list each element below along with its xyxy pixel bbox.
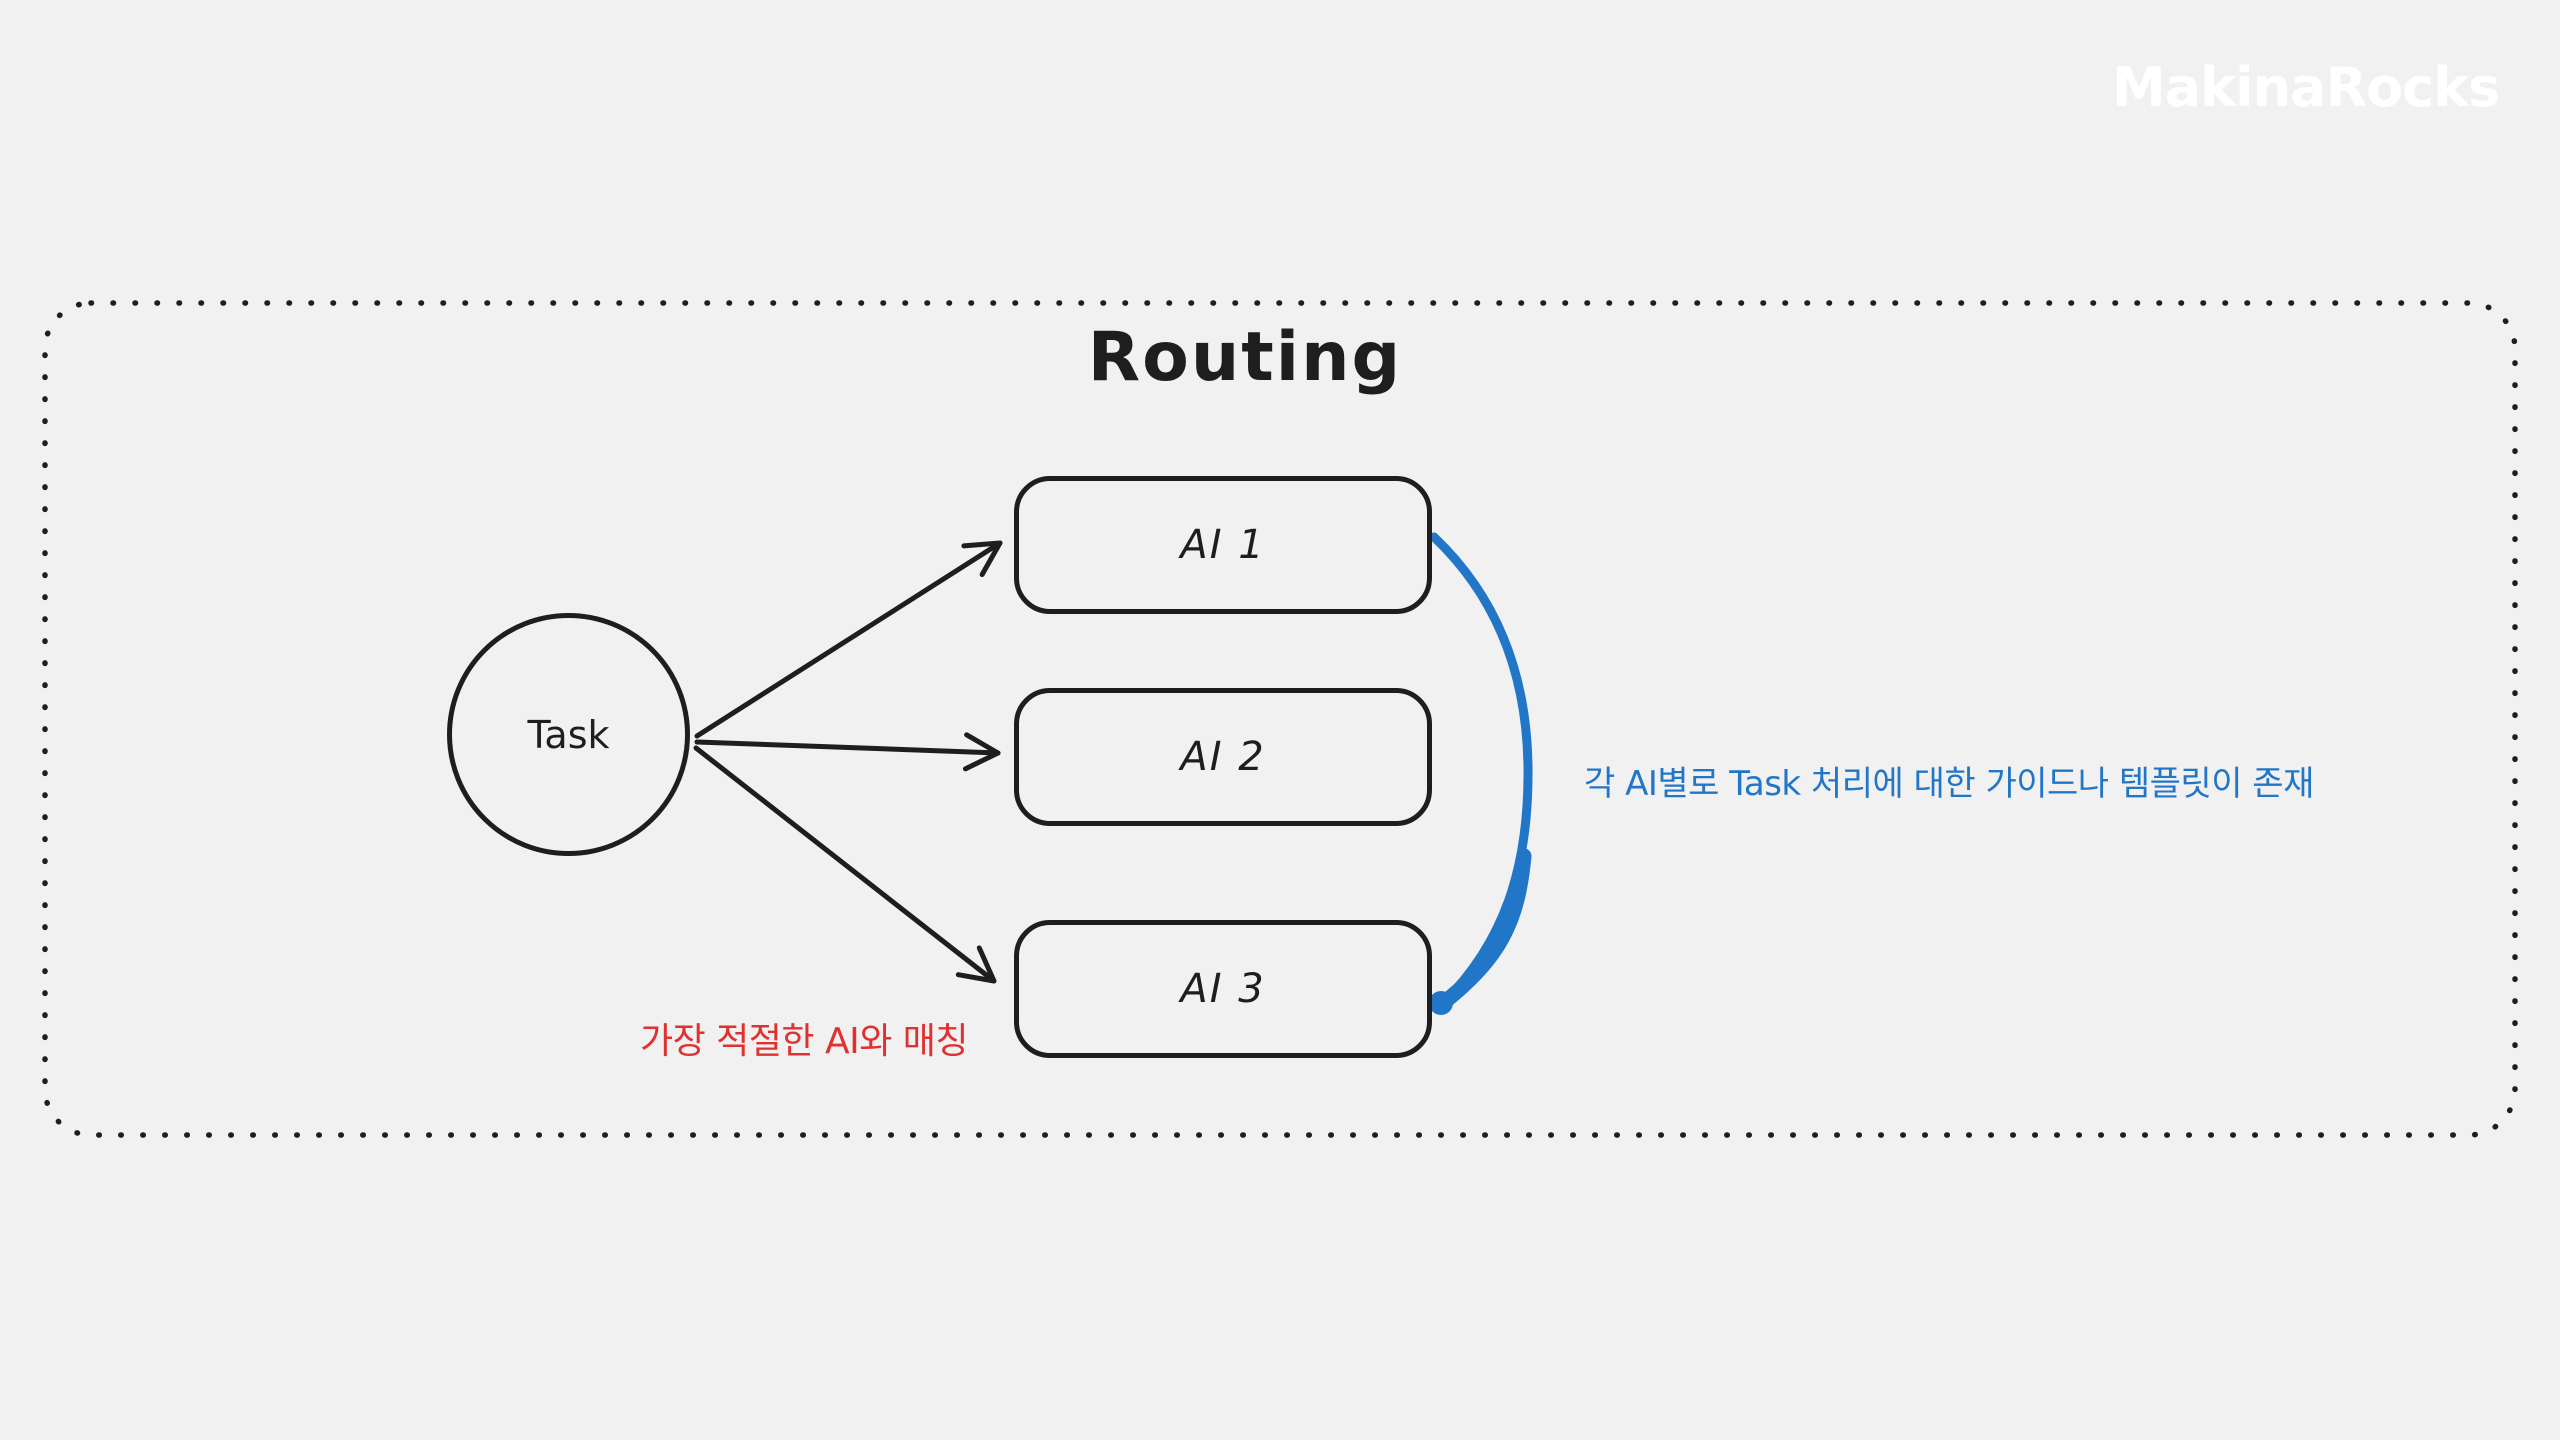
ai-3-label: AI 3 [1180, 966, 1266, 1012]
node-ai-3: AI 3 [1014, 920, 1432, 1058]
dashed-boundary [42, 300, 2518, 1138]
node-ai-2: AI 2 [1014, 688, 1432, 826]
makinarocks-logo: MakinaRocks [2112, 56, 2500, 119]
node-ai-1: AI 1 [1014, 476, 1432, 614]
node-task: Task [447, 613, 690, 856]
arrow-task-to-ai1 [694, 540, 1003, 739]
arrow-task-to-ai2 [694, 732, 1001, 772]
arrow-task-to-ai3 [693, 745, 997, 984]
task-label: Task [527, 712, 610, 757]
blue-brace-thick-tail [1434, 848, 1532, 1012]
blue-brace-connector [1429, 532, 1533, 1009]
ai-1-label: AI 1 [1180, 522, 1266, 568]
blue-brace-endpoint [1429, 991, 1453, 1015]
matching-annotation: 가장 적절한 AI와 매칭 [640, 1021, 969, 1062]
diagram-title: Routing [1087, 318, 1403, 397]
ai-2-label: AI 2 [1180, 734, 1266, 780]
guide-annotation: 각 AI별로 Task 처리에 대한 가이드나 템플릿이 존재 [1584, 764, 2314, 804]
